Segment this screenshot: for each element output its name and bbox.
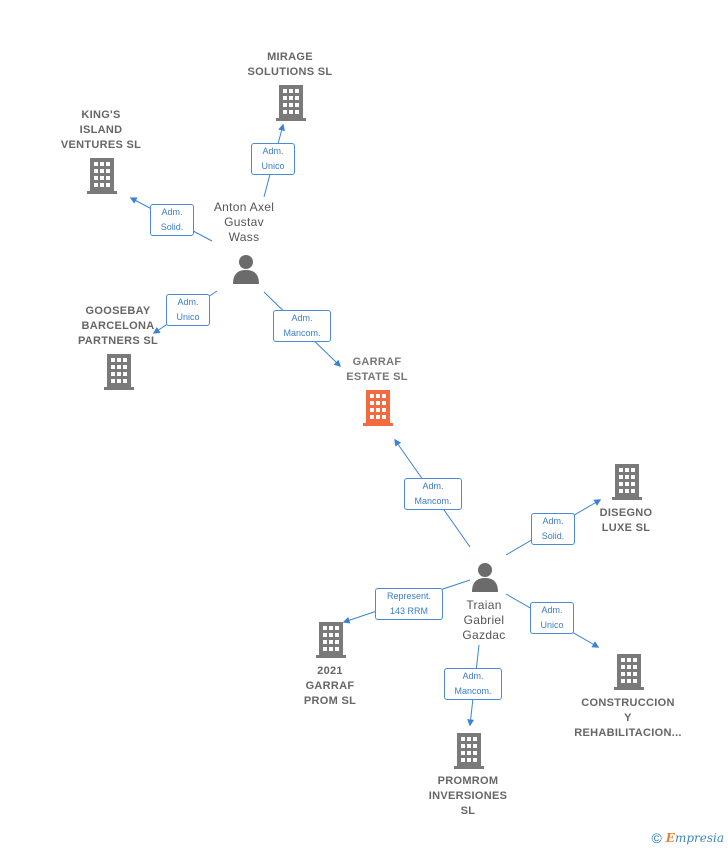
edge-label-anton-goosebay: Adm. Unico bbox=[166, 294, 210, 326]
node-label-goosebay[interactable]: GOOSEBAY BARCELONA PARTNERS SL bbox=[77, 305, 159, 347]
node-label-construccion[interactable]: CONSTRUCCION Y REHABILITACION... bbox=[574, 697, 682, 739]
footer-brand: © Empresia bbox=[651, 830, 724, 846]
node-label-promrom[interactable]: PROMROM INVERSIONES SL bbox=[428, 775, 508, 817]
building-icon-prom2021[interactable] bbox=[316, 622, 346, 658]
edge-label-traian-prom2021: Represent. 143 RRM bbox=[375, 588, 443, 620]
person-icon-anton[interactable] bbox=[231, 254, 261, 284]
edge-label-anton-garraf: Adm. Mancom. bbox=[273, 310, 331, 342]
edge-label-anton-kings: Adm. Solid. bbox=[150, 204, 194, 236]
node-label-anton[interactable]: Anton Axel Gustav Wass bbox=[213, 200, 275, 244]
node-label-disegno[interactable]: DISEGNO LUXE SL bbox=[599, 507, 653, 534]
node-label-traian[interactable]: Traian Gabriel Gazdac bbox=[462, 598, 506, 642]
edge-label-anton-mirage: Adm. Unico bbox=[251, 143, 295, 175]
building-icon-goosebay[interactable] bbox=[104, 354, 134, 390]
building-icon-construccion[interactable] bbox=[614, 654, 644, 690]
person-icon-traian[interactable] bbox=[470, 562, 500, 592]
edge-label-traian-garraf: Adm. Mancom. bbox=[404, 478, 462, 510]
building-icon-promrom[interactable] bbox=[454, 733, 484, 769]
building-icon-disegno[interactable] bbox=[612, 464, 642, 500]
edge-label-traian-construccion: Adm. Unico bbox=[530, 602, 574, 634]
copyright-symbol: © bbox=[651, 830, 662, 846]
node-label-garraf[interactable]: GARRAF ESTATE SL bbox=[346, 356, 408, 383]
building-icon-mirage[interactable] bbox=[276, 85, 306, 121]
brand-logo: Empresia bbox=[665, 831, 724, 845]
building-icon-kings[interactable] bbox=[87, 158, 117, 194]
building-icon-garraf[interactable] bbox=[363, 390, 393, 426]
node-label-mirage[interactable]: MIRAGE SOLUTIONS SL bbox=[247, 51, 333, 78]
edge-label-traian-disegno: Adm. Solid. bbox=[531, 513, 575, 545]
edge-label-traian-promrom: Adm. Mancom. bbox=[444, 668, 502, 700]
node-label-prom2021[interactable]: 2021 GARRAF PROM SL bbox=[303, 665, 357, 707]
node-label-kings[interactable]: KING'S ISLAND VENTURES SL bbox=[60, 109, 142, 151]
